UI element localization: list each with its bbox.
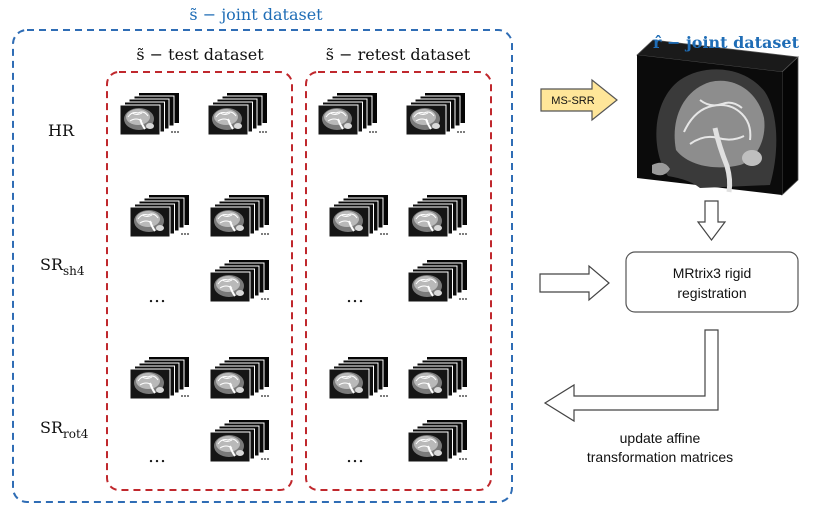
scan-stack-retest-rot4-1 <box>329 357 388 399</box>
scan-stack-retest-rot4-3 <box>408 420 467 462</box>
scan-stack-test-rot4-3 <box>210 420 269 462</box>
ellipsis-retest-sh4: … <box>346 286 364 307</box>
retest-dataset-title: s̃ − retest dataset <box>326 45 471 64</box>
registration-line-2: registration <box>677 285 746 301</box>
scan-stack-retest-sh4-1 <box>329 195 388 237</box>
reference-title: r̂ − joint dataset <box>653 33 800 52</box>
scan-stack-test-sh4-1 <box>130 195 189 237</box>
right-arrow <box>539 264 610 302</box>
scan-stack-retest-hr-1 <box>318 93 377 135</box>
scan-stack-retest-sh4-2 <box>408 195 467 237</box>
joint-dataset-title: s̃ − joint dataset <box>189 5 323 24</box>
scan-stack-test-hr-1 <box>120 93 179 135</box>
scan-stack-retest-hr-2 <box>406 93 465 135</box>
test-dataset-box <box>106 71 293 491</box>
return-arrow <box>543 329 719 423</box>
registration-line-1: MRtrix3 rigid <box>673 265 752 281</box>
reference-volume <box>636 39 799 196</box>
ellipsis-retest-rot4: … <box>346 446 364 467</box>
row-label-sr-rot4: SRrot4 <box>40 418 89 441</box>
update-line-2: transformation matrices <box>587 449 733 465</box>
scan-stack-test-rot4-1 <box>130 357 189 399</box>
test-dataset-title: s̃ − test dataset <box>136 45 264 64</box>
scan-stack-test-hr-2 <box>208 93 267 135</box>
retest-dataset-box <box>305 71 492 491</box>
row-label-sr-sh4: SRsh4 <box>40 255 85 278</box>
scan-stack-test-sh4-3 <box>210 260 269 302</box>
scan-stack-test-sh4-2 <box>210 195 269 237</box>
msrr-label: MS-SRR <box>551 95 594 107</box>
ellipsis-test-sh4: … <box>148 286 166 307</box>
msrr-arrow: MS-SRR <box>540 78 618 122</box>
ellipsis-test-rot4: … <box>148 446 166 467</box>
down-arrow <box>696 200 727 241</box>
registration-box <box>625 251 799 313</box>
scan-stack-retest-rot4-2 <box>408 357 467 399</box>
row-label-hr: HR <box>48 121 75 140</box>
update-line-1: update affine <box>620 430 701 446</box>
joint-dataset-box <box>12 29 513 503</box>
scan-stack-retest-sh4-3 <box>408 260 467 302</box>
scan-stack-test-rot4-2 <box>210 357 269 399</box>
